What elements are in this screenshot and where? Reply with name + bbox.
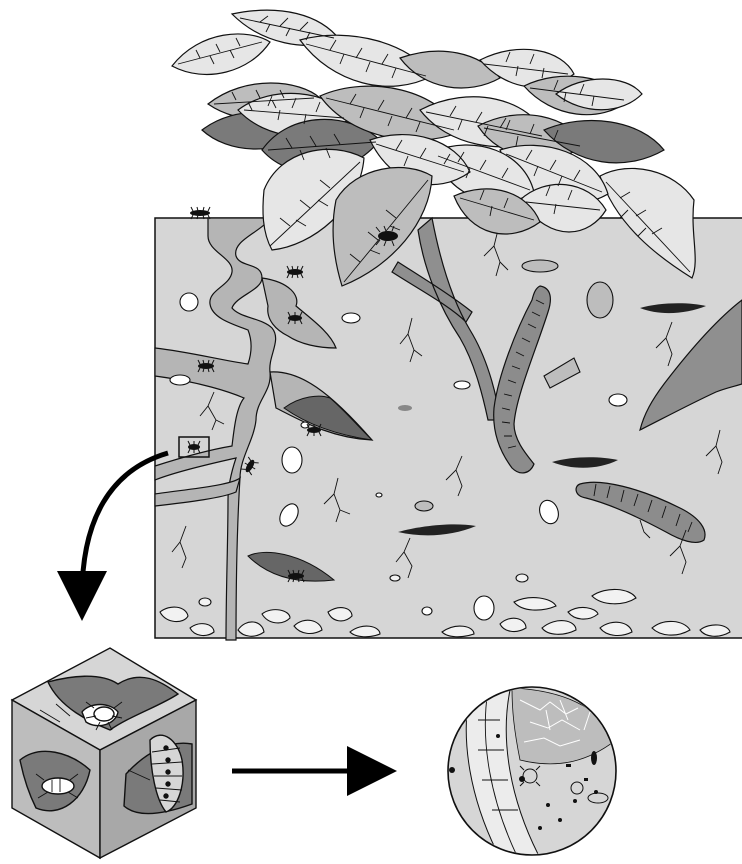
soil-cube <box>12 648 196 858</box>
microscope-view <box>448 687 616 858</box>
soil-profile <box>155 207 742 640</box>
ant-on-surface <box>190 207 210 219</box>
soil-particle-dark <box>398 405 412 411</box>
leaf <box>172 34 270 75</box>
